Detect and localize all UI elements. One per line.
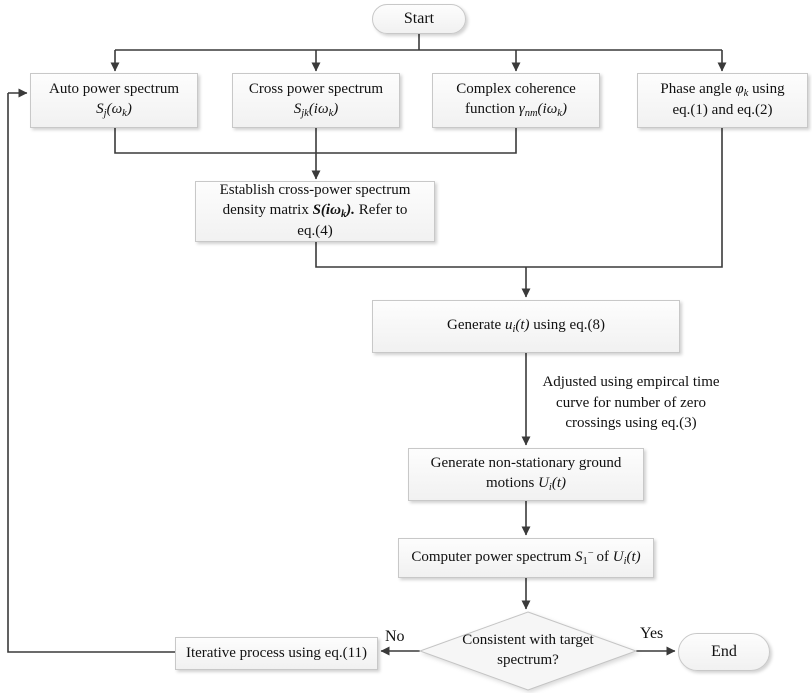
box-line: eq.(1) and eq.(2) [673, 101, 773, 121]
box-text: Generate [447, 317, 505, 334]
formula-sub: k [122, 107, 127, 119]
formula-sub: 1 [582, 556, 588, 568]
adjustment-annotation: Adjusted using empircal time curve for n… [528, 372, 734, 434]
formula-run: u [504, 317, 513, 334]
decision-line: spectrum? [497, 651, 559, 668]
box-line: Complex coherence [456, 80, 576, 100]
box-text: Establish cross-power spectrum [219, 182, 411, 199]
formula-run: ) [561, 100, 567, 117]
box-text: eq.(4) [297, 222, 333, 239]
start-node: Start [372, 4, 466, 34]
decision-line: Consistent with target [462, 632, 594, 648]
formula-sub: k [557, 107, 562, 119]
formula-line: function γnm(iωk) [465, 100, 567, 121]
formula-sub: k [328, 107, 334, 119]
annotation-line: crossings using eq.(3) [565, 415, 697, 432]
box-text: Phase angle [660, 81, 736, 98]
formula-sub: j [103, 107, 107, 119]
box-text: of [592, 549, 613, 566]
box-text: Auto power spectrum [49, 81, 179, 98]
formula-line: Sjk(iωk) [294, 100, 339, 121]
start-label: Start [403, 10, 435, 28]
box-line: motions Ui(t) [486, 474, 566, 495]
formula-sub: nm [524, 107, 538, 119]
box-text: Refer to [354, 202, 408, 219]
formula-run: ). [346, 202, 355, 219]
box-line: Establish cross-power spectrum [220, 181, 411, 201]
formula-run: ) [126, 100, 132, 117]
box-text: using eq.(8) [529, 317, 605, 334]
box-text: Generate non-stationary ground [430, 455, 622, 472]
auto-power-spectrum-box: Auto power spectrum Sj(ωk) [30, 73, 198, 128]
decision-diamond [418, 611, 638, 691]
formula-run: S(iω [312, 202, 341, 219]
formula-sub: i [512, 324, 516, 336]
formula-run: S [96, 100, 104, 117]
formula-sub: i [623, 556, 627, 568]
formula-run: (t) [551, 474, 567, 491]
formula-run: (iω [537, 100, 558, 117]
box-line: density matrix S(iωk). Refer to [223, 201, 408, 222]
formula-sub: jk [301, 107, 309, 119]
establish-matrix-box: Establish cross-power spectrum density m… [195, 181, 435, 242]
box-text: eq.(1) and eq.(2) [672, 102, 773, 119]
box-text: motions [485, 474, 539, 491]
formula-run: S [293, 100, 302, 117]
annotation-line: curve for number of zero [556, 394, 706, 411]
formula-run: (ω [106, 100, 123, 117]
formula-run: U [538, 474, 549, 491]
yes-edge-label: Yes [640, 625, 664, 642]
box-line: Auto power spectrum [49, 80, 179, 100]
formula-sub: k [743, 88, 749, 100]
box-line: Phase angle φk using [660, 80, 784, 101]
box-text: Cross power spectrum [248, 81, 384, 98]
formula-run: U [612, 549, 624, 566]
box-line: Generate ui(t) using eq.(8) [447, 316, 605, 337]
end-node: End [678, 633, 770, 671]
formula-run: (t) [626, 549, 641, 566]
iterative-process-box: Iterative process using eq.(11) [175, 637, 378, 670]
formula-run: φ [735, 81, 744, 98]
no-edge-label: No [385, 628, 405, 645]
phase-angle-box: Phase angle φk using eq.(1) and eq.(2) [637, 73, 808, 128]
box-text: density matrix [222, 202, 313, 219]
box-line: Computer power spectrum S1− of Ui(t) [411, 547, 640, 569]
box-text: Complex coherence [456, 81, 576, 98]
generate-ui-box: Generate ui(t) using eq.(8) [372, 300, 680, 353]
decision-label: Consistent with target spectrum? [440, 631, 616, 670]
box-text: using [748, 81, 785, 98]
formula-run: (t) [515, 317, 530, 334]
formula-run: S [575, 549, 583, 566]
compute-power-spectrum-box: Computer power spectrum S1− of Ui(t) [398, 538, 654, 578]
annotation-line: Adjusted using empircal time [542, 374, 720, 390]
formula-run: γ [518, 100, 525, 117]
complex-coherence-box: Complex coherence function γnm(iωk) [432, 73, 600, 128]
box-line: Generate non-stationary ground [431, 454, 622, 474]
box-text: Computer power spectrum [411, 549, 576, 566]
formula-run: (iω [308, 100, 329, 117]
formula-line: Sj(ωk) [96, 100, 132, 121]
cross-power-spectrum-box: Cross power spectrum Sjk(iωk) [232, 73, 400, 128]
formula-sup: − [587, 548, 594, 560]
formula-run: function [465, 100, 519, 117]
box-text: Iterative process using eq.(11) [185, 644, 368, 661]
box-line: Cross power spectrum [249, 80, 383, 100]
formula-sub: i [548, 481, 552, 493]
box-line: eq.(4) [297, 222, 332, 242]
end-label: End [711, 643, 737, 661]
formula-sub: k [340, 209, 347, 221]
nonstationary-motions-box: Generate non-stationary ground motions U… [408, 448, 644, 501]
formula-run: ) [333, 100, 339, 117]
